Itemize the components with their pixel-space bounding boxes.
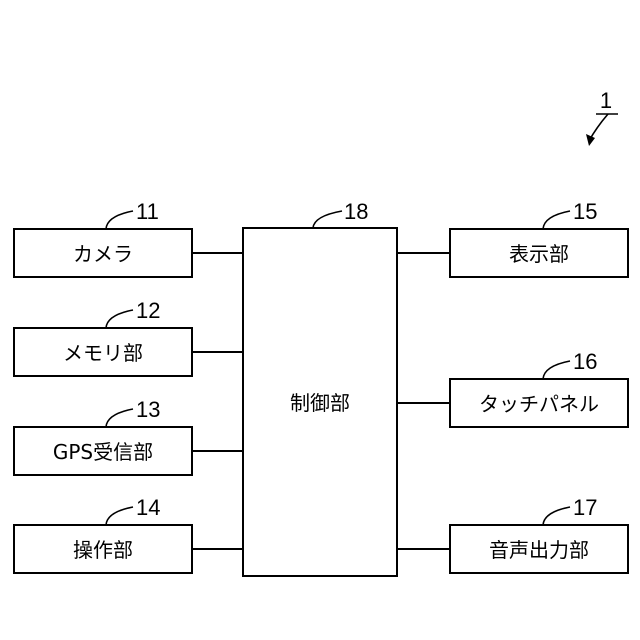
system-ref-number: 1 [600,88,612,113]
operation-ref-leader [106,507,133,525]
memory-ref-leader [106,310,133,328]
display-label: 表示部 [509,242,569,266]
touch-panel-label: タッチパネル [479,392,599,416]
operation-ref-number: 14 [136,495,160,520]
arrow-head-icon [586,134,595,146]
operation-label: 操作部 [73,538,133,562]
gps-ref-number: 13 [136,397,160,422]
controller-label: 制御部 [290,391,350,415]
camera-ref-number: 11 [136,199,159,224]
audio-output-label: 音声出力部 [489,538,589,562]
gps-ref-leader [106,409,133,427]
right-block-display: 表示部 15 [450,199,628,277]
camera-label: カメラ [73,242,133,266]
left-block-operation: 操作部 14 [14,495,192,573]
controller-ref-leader [313,211,342,228]
display-ref-number: 15 [573,199,597,224]
left-block-camera: カメラ 11 [14,199,192,277]
controller-block: 制御部 18 [243,199,397,576]
display-ref-leader [543,211,570,229]
right-block-audio-output: 音声出力部 17 [450,495,628,573]
left-block-memory: メモリ部 12 [14,298,192,376]
touch-panel-ref-number: 16 [573,349,597,374]
camera-ref-leader [106,211,133,229]
audio-output-ref-number: 17 [573,495,597,520]
gps-label: GPS受信部 [53,440,153,464]
left-block-gps: GPS受信部 13 [14,397,192,475]
right-block-touch-panel: タッチパネル 16 [450,349,628,427]
controller-ref-number: 18 [344,199,368,224]
audio-output-ref-leader [543,507,570,525]
system-reference: 1 [586,88,618,146]
touch-panel-ref-leader [543,361,570,379]
memory-label: メモリ部 [63,341,143,365]
memory-ref-number: 12 [136,298,160,323]
